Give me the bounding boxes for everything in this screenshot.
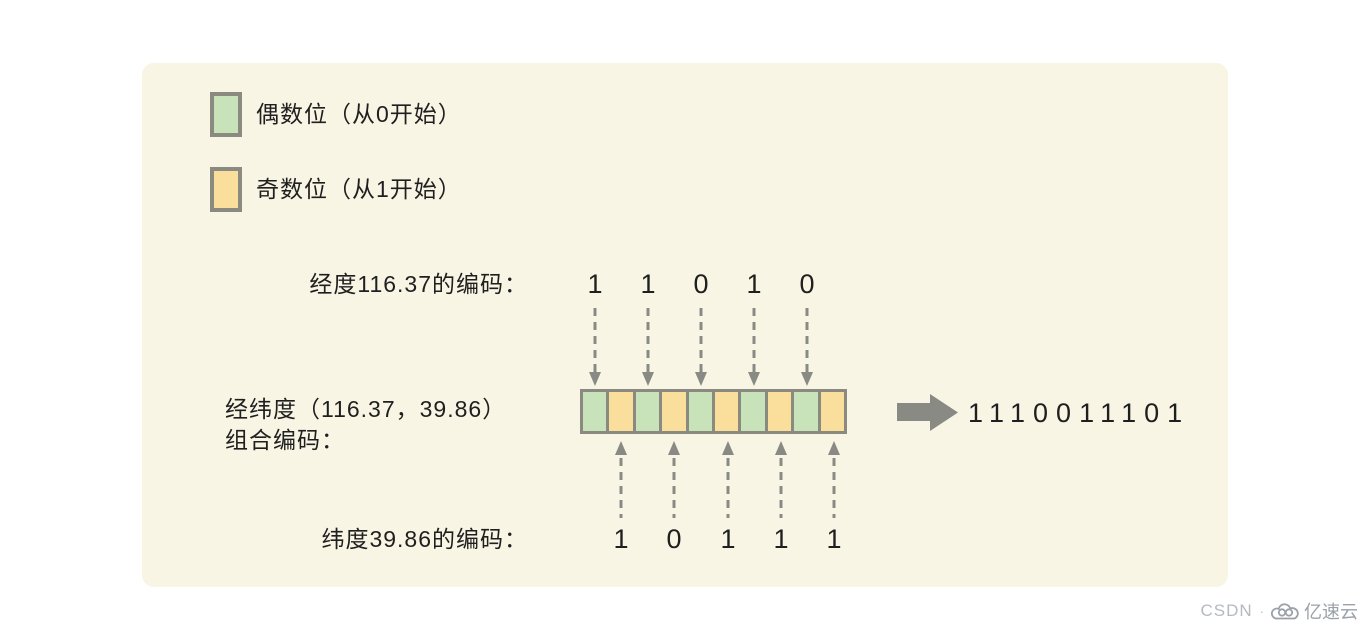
watermark: CSDN · 亿速云	[1200, 598, 1358, 624]
diagram-panel: 偶数位（从0开始） 奇数位（从1开始） 经度116.37的编码： 1 1 0 1…	[142, 63, 1228, 587]
up-arrows-latitude	[615, 441, 840, 518]
combined-encoding-label-line2: 组合编码：	[225, 427, 345, 453]
legend-odd-bit-label: 奇数位（从1开始）	[256, 176, 462, 202]
even-bit-cell	[635, 392, 663, 431]
watermark-source-text: CSDN	[1200, 601, 1253, 620]
odd-bit-cell	[767, 392, 795, 431]
merge-arrow-icon	[897, 394, 958, 431]
up-arrow	[722, 441, 734, 518]
down-arrow	[642, 308, 654, 386]
down-arrow	[748, 308, 760, 386]
legend-even-bit-swatch	[210, 92, 242, 137]
odd-bit-cell	[820, 392, 845, 431]
down-arrow	[801, 308, 813, 386]
down-arrow	[589, 308, 601, 386]
latitude-bit-1: 0	[666, 524, 682, 554]
latitude-bit-3: 1	[773, 524, 789, 554]
arrows-layer	[589, 308, 958, 518]
longitude-bit-1: 1	[640, 269, 656, 299]
even-bit-cell	[688, 392, 716, 431]
combined-cell-row	[580, 389, 847, 434]
combined-encoding-label-line1: 经纬度（116.37，39.86）	[225, 396, 507, 422]
legend-odd-bit-swatch	[210, 167, 242, 212]
latitude-bit-0: 1	[613, 524, 629, 554]
down-arrows-longitude	[589, 308, 813, 386]
watermark-brand: 亿速云	[1271, 598, 1358, 624]
odd-bit-cell	[715, 392, 742, 431]
watermark-separator: ·	[1259, 603, 1264, 619]
longitude-bit-2: 0	[693, 269, 709, 299]
combined-result-bits: 1110011101	[968, 398, 1191, 428]
even-bit-cell	[583, 392, 610, 431]
up-arrow	[828, 441, 840, 518]
longitude-bit-3: 1	[746, 269, 762, 299]
up-arrow	[775, 441, 787, 518]
latitude-bit-4: 1	[826, 524, 842, 554]
up-arrow	[668, 441, 680, 518]
even-bit-cell	[741, 392, 768, 431]
combined-encoding-label: 经纬度（116.37，39.86） 组合编码：	[225, 394, 506, 456]
up-arrow	[615, 441, 627, 518]
longitude-bit-0: 1	[587, 269, 603, 299]
even-bit-cell	[794, 392, 821, 431]
longitude-encoding-label: 经度116.37的编码：	[309, 271, 528, 297]
latitude-bit-2: 1	[720, 524, 736, 554]
latitude-encoding-label: 纬度39.86的编码：	[321, 526, 528, 552]
watermark-brand-text: 亿速云	[1304, 602, 1358, 622]
down-arrow	[695, 308, 707, 386]
cloud-logo-icon	[1271, 602, 1299, 619]
legend-even-bit-label: 偶数位（从0开始）	[256, 101, 462, 127]
odd-bit-cell	[609, 392, 636, 431]
longitude-bit-4: 0	[799, 269, 815, 299]
odd-bit-cell	[662, 392, 689, 431]
